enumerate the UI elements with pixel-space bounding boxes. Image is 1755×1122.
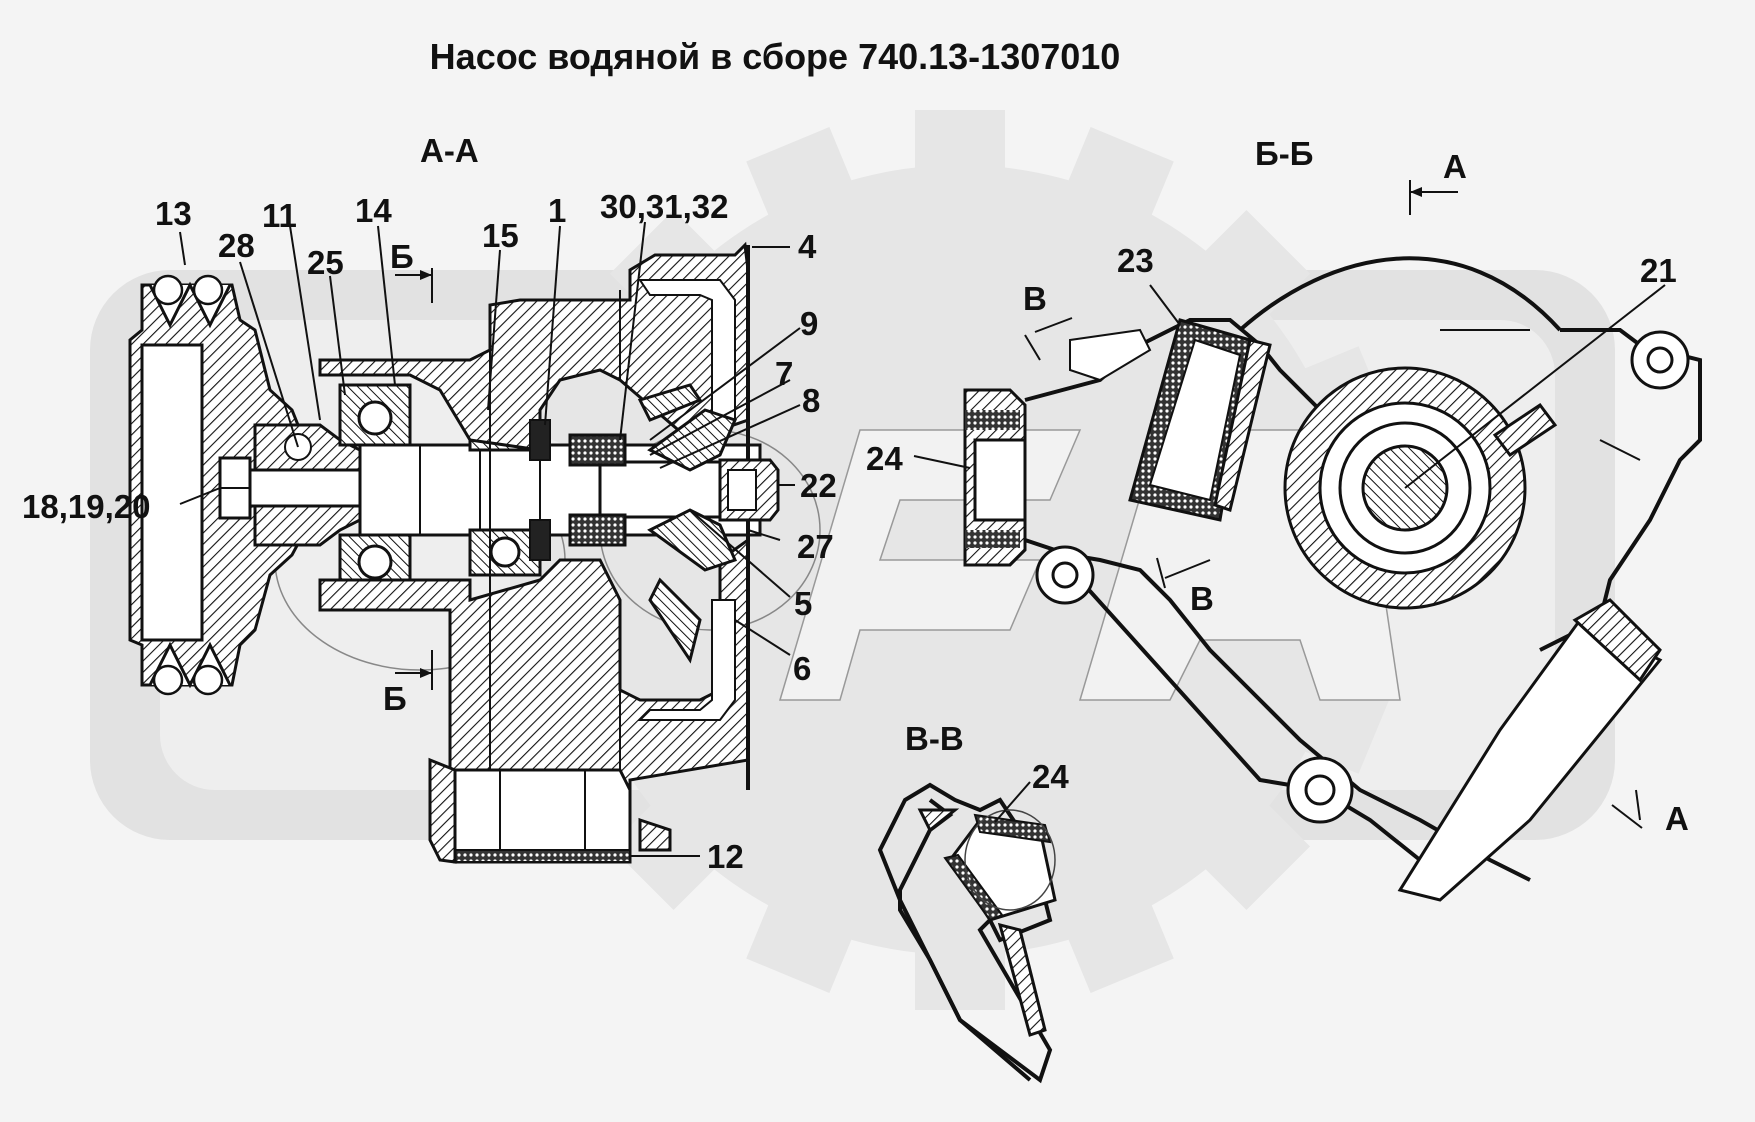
cut-mark-b-bottom: Б — [383, 650, 433, 717]
section-bb-label: Б-Б — [1255, 135, 1313, 172]
drawing-title: Насос водяной в сборе 740.13-1307010 — [429, 36, 1121, 77]
elbow-section-vv — [877, 782, 1057, 1084]
cut-mark-a-top: А — [1409, 148, 1467, 215]
callout-9: 9 — [800, 305, 818, 342]
cut-label-v-bottom: В — [1190, 580, 1214, 617]
cut-mark-v-bottom: В — [1156, 557, 1214, 617]
callout-25: 25 — [307, 244, 344, 281]
callout-30-31-32: 30,31,32 — [600, 188, 728, 225]
callout-28: 28 — [218, 227, 255, 264]
callout-12: 12 — [707, 838, 744, 875]
bearing-14 — [338, 383, 412, 597]
callout-11: 11 — [262, 197, 297, 234]
leader-lines — [179, 221, 1666, 857]
callout-22: 22 — [800, 467, 837, 504]
callout-24-bb: 24 — [866, 440, 903, 477]
callout-18-19-20: 18,19,20 — [22, 488, 150, 525]
cut-mark-b-top: Б — [390, 238, 433, 303]
housing-outline-bb — [1024, 256, 1702, 902]
callout-13: 13 — [155, 195, 192, 232]
section-aa-label: А-А — [420, 132, 479, 169]
callout-14: 14 — [355, 192, 392, 229]
cut-label-v-top: В — [1023, 280, 1047, 317]
callout-5: 5 — [794, 585, 812, 622]
pulley-13 — [128, 274, 302, 696]
bearing-24-view — [963, 388, 1027, 567]
callout-21: 21 — [1640, 252, 1677, 289]
callout-24-vv: 24 — [1032, 758, 1069, 795]
cut-label-b-bottom: Б — [383, 680, 407, 717]
callout-23: 23 — [1117, 242, 1154, 279]
callout-27: 27 — [797, 528, 834, 565]
elbow-23 — [1069, 318, 1272, 522]
callout-8: 8 — [802, 382, 820, 419]
housing-4 — [318, 241, 750, 803]
callout-6: 6 — [793, 650, 811, 687]
cap-nut-22 — [718, 458, 780, 522]
callout-7: 7 — [775, 355, 793, 392]
section-vv-label: В-В — [905, 720, 964, 757]
cut-mark-a-bottom: А — [1611, 789, 1689, 837]
cut-mark-v-top: В — [1023, 280, 1073, 361]
cut-label-a-top: А — [1443, 148, 1467, 185]
bolt-18-19-20 — [218, 456, 382, 520]
seal-30-31-32 — [529, 419, 627, 561]
callout-1: 1 — [548, 192, 566, 229]
gasket-12 — [428, 757, 672, 864]
callout-15: 15 — [482, 217, 519, 254]
cut-label-b-top: Б — [390, 238, 414, 275]
callout-4: 4 — [798, 228, 817, 265]
cut-label-a-bottom: А — [1665, 800, 1689, 837]
